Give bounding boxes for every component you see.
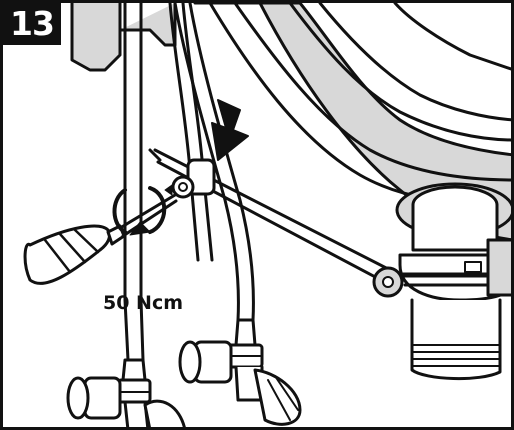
drain-waste <box>372 182 511 380</box>
rotation-arrow-icon <box>112 186 167 236</box>
screwdriver <box>23 193 178 285</box>
down-arrow-icon <box>211 99 249 161</box>
torque-label: 50 Ncm <box>103 292 184 314</box>
angle-valve-right <box>178 318 302 426</box>
rod-clamp <box>164 158 216 199</box>
angle-valve-left <box>66 358 186 427</box>
step-number-badge: 13 <box>3 3 61 45</box>
